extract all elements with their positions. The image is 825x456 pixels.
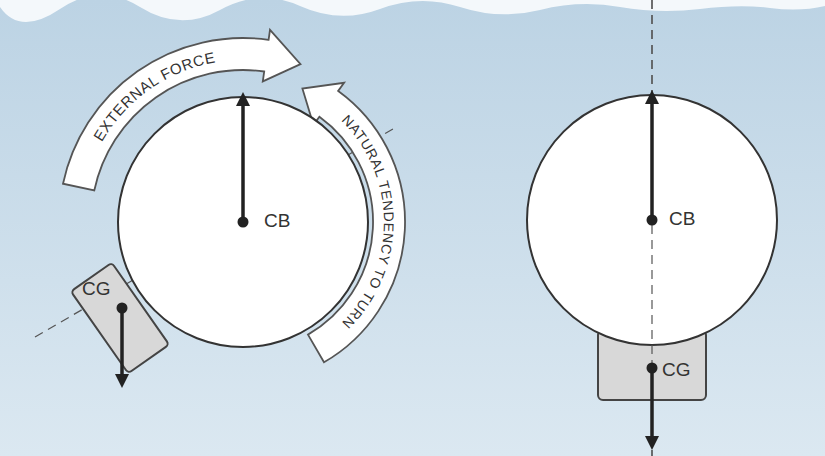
arrow-label: NATURAL TENDENCY TO TURN: [339, 111, 397, 332]
arrowhead: [645, 90, 659, 104]
arrowhead: [115, 374, 129, 388]
arrow-label: EXTERNAL FORCE: [89, 48, 216, 144]
arrow-label-text: NATURAL TENDENCY TO TURN: [339, 111, 397, 332]
weight-node: CG: [70, 262, 170, 374]
center-dot: [117, 303, 128, 314]
weight-node: CG: [598, 330, 706, 400]
center-label: CG: [662, 360, 691, 379]
buoyant-sphere: [118, 97, 368, 347]
arrow-label-text: EXTERNAL FORCE: [89, 48, 216, 144]
arrowhead: [645, 436, 659, 450]
center-dot: [647, 363, 658, 374]
center-label: CB: [264, 211, 290, 230]
arrowhead: [236, 92, 250, 106]
sphere-node: CB: [527, 95, 777, 345]
weight-box: [71, 263, 169, 374]
water-surface: [0, 0, 825, 22]
center-label: CG: [82, 279, 111, 298]
center-dot: [647, 215, 658, 226]
sphere-node: CB: [118, 97, 368, 347]
vertical-axis: [651, 0, 652, 456]
weight-arrow: [650, 368, 654, 440]
vertical-axis: [651, 0, 652, 456]
buoyancy-arrow: [650, 100, 654, 220]
center-label: CB: [669, 209, 695, 228]
weight-arrow: [120, 308, 124, 378]
center-dot: [238, 217, 249, 228]
buoyancy-arrow: [241, 102, 245, 222]
